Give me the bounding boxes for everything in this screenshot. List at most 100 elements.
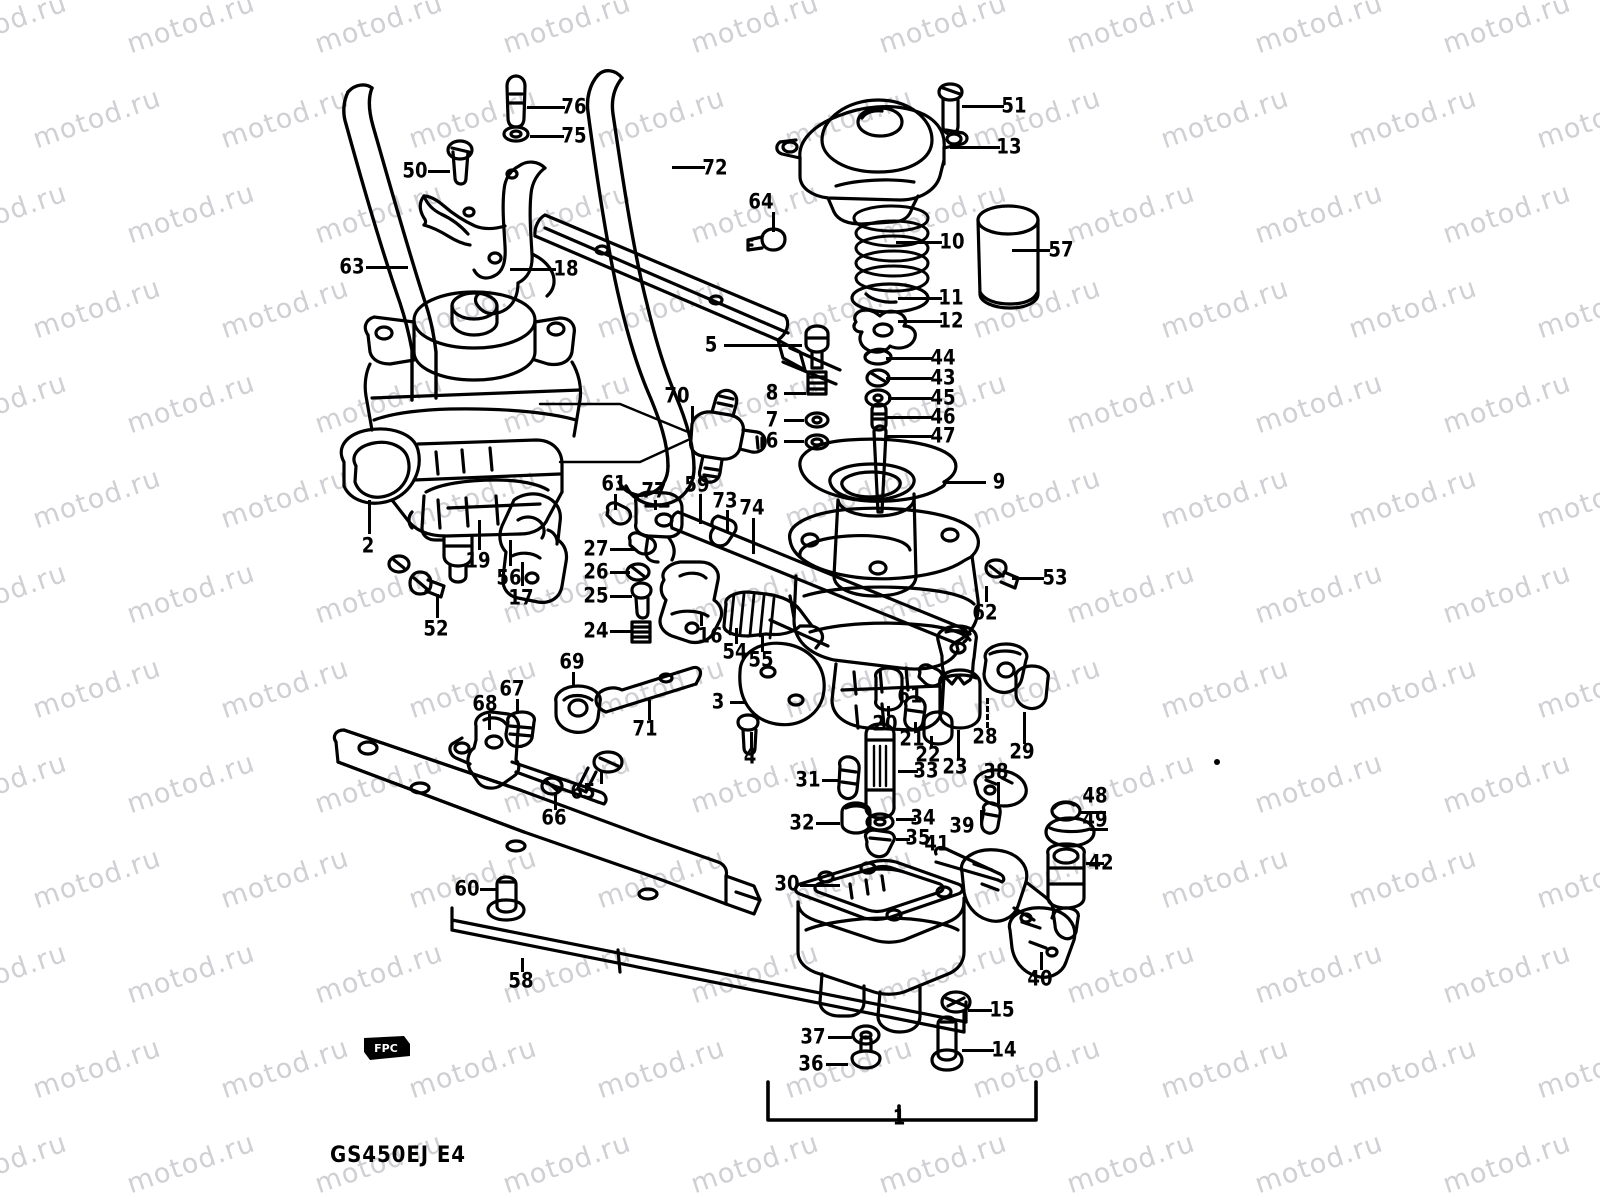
leader-27 [610, 548, 636, 551]
part-9-vacuum-piston [798, 437, 958, 598]
leader-65 [600, 772, 603, 784]
leader-7 [784, 419, 804, 422]
leader-23 [957, 730, 960, 760]
callout-49: 49 [1082, 807, 1108, 832]
callout-55: 55 [748, 647, 774, 672]
callout-12: 12 [938, 308, 964, 333]
callout-1: 1 [892, 1105, 906, 1130]
part-64-screw [746, 227, 787, 252]
callout-10: 10 [939, 229, 965, 254]
part-16-throttle-lever [658, 560, 724, 645]
leader-21 [914, 722, 917, 732]
callout-18: 18 [553, 256, 579, 281]
part-4-screw [736, 713, 760, 756]
leader-37 [828, 1036, 852, 1039]
part-55-rod [768, 594, 830, 648]
part-56-plug [442, 534, 474, 584]
part-53-screw [984, 558, 1020, 590]
part-29-bushing [1014, 664, 1050, 711]
leader-38 [997, 782, 1000, 804]
leader-30 [800, 884, 840, 887]
part-20-sleeve [874, 666, 904, 712]
leader-5 [724, 344, 802, 347]
leader-14 [962, 1049, 994, 1052]
callout-27: 27 [583, 536, 609, 561]
callout-19: 19 [465, 548, 491, 573]
callout-59: 59 [684, 472, 710, 497]
leader-2 [368, 500, 371, 534]
part-68-lever-plate [448, 710, 521, 790]
part-31-spring-clip [837, 755, 861, 801]
callout-66: 66 [541, 805, 567, 830]
part-19-detail [407, 494, 444, 542]
part-57-cap [976, 204, 1040, 310]
leader-52 [436, 594, 439, 618]
part-13-vacuum-chamber-cap [775, 98, 969, 226]
callout-37: 37 [800, 1024, 826, 1049]
callout-73: 73 [712, 488, 738, 513]
callout-58: 58 [508, 968, 534, 993]
leader-72 [672, 166, 705, 169]
part-33-needle-jet [864, 722, 896, 820]
callout-56: 56 [496, 565, 522, 590]
callout-45: 45 [930, 385, 956, 410]
part-62-carburetor-body-right [788, 506, 980, 732]
part-24-spring [630, 620, 652, 644]
callout-75: 75 [561, 123, 587, 148]
callout-32: 32 [789, 810, 815, 835]
part-76-needle [505, 74, 527, 129]
leader-76 [527, 106, 565, 109]
part-69-bushing [554, 684, 602, 734]
callout-72: 72 [702, 155, 728, 180]
leader-68 [488, 714, 491, 730]
assembly-bracket-1 [766, 1080, 1038, 1122]
callout-29: 29 [1009, 739, 1035, 764]
callout-70: 70 [664, 383, 690, 408]
leader-25 [610, 595, 632, 598]
manufacturer-stamp: FPC [362, 1034, 412, 1066]
callout-8: 8 [765, 380, 779, 405]
leader-74 [752, 518, 755, 554]
leader-6 [784, 440, 804, 443]
callout-2: 2 [361, 533, 375, 558]
part-58-bracket [450, 906, 968, 1034]
leader-42 [1086, 862, 1104, 865]
callout-57: 57 [1048, 237, 1074, 262]
callout-68: 68 [472, 691, 498, 716]
part-47-jet-needle [872, 424, 888, 514]
callout-34: 34 [910, 805, 936, 830]
part-71-rod [594, 665, 703, 714]
part-7-washer [804, 411, 830, 429]
part-2-carburetor-body-left [339, 290, 583, 538]
callout-76: 76 [561, 94, 587, 119]
registration-dot [1214, 759, 1220, 765]
callout-3: 3 [711, 689, 725, 714]
leader-33 [898, 770, 918, 773]
part-10-spring [852, 204, 930, 293]
leader-20 [887, 706, 890, 716]
leader-61 [614, 494, 617, 510]
part-27-spring-pin [627, 531, 657, 556]
leader-66 [554, 794, 557, 810]
callout-13: 13 [996, 134, 1022, 159]
leader-18 [510, 268, 556, 271]
callout-43: 43 [930, 365, 956, 390]
part-73-collar [708, 514, 738, 548]
part-mount-bracket-lower-left [332, 728, 762, 916]
callout-28: 28 [972, 724, 998, 749]
leader-3 [730, 701, 746, 704]
part-52-screw [408, 570, 446, 599]
callout-9: 9 [992, 469, 1006, 494]
leader-50 [428, 170, 450, 173]
callout-38: 38 [983, 759, 1009, 784]
leader-22 [930, 736, 933, 748]
part-42-needle-valve [1046, 842, 1086, 941]
callout-65: 65 [570, 779, 596, 804]
leader-8 [784, 392, 806, 395]
leader-55 [761, 634, 764, 652]
leader-36 [826, 1063, 848, 1066]
callout-47: 47 [930, 423, 956, 448]
part-54-spring [722, 590, 825, 650]
leader-19 [478, 520, 481, 550]
callout-46: 46 [930, 404, 956, 429]
